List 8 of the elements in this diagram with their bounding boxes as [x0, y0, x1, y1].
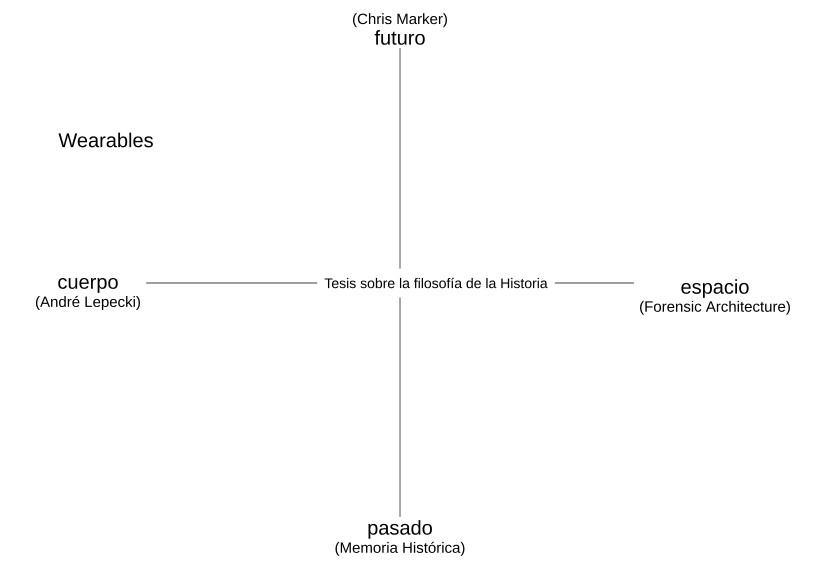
pole-label: cuerpo (André Lepecki) — [36, 278, 140, 310]
pole-label: (Chris Marker) futuro — [353, 13, 447, 45]
center-label: Tesis sobre la filosofía de la Historia — [324, 278, 548, 288]
connector-line — [554, 282, 634, 284]
connector-line — [146, 282, 318, 284]
axis-label: Wearables — [58, 132, 153, 148]
pole-label: pasado (Memoria Histórica) — [336, 520, 464, 556]
pole-label: espacio (Forensic Architecture) — [640, 279, 790, 315]
